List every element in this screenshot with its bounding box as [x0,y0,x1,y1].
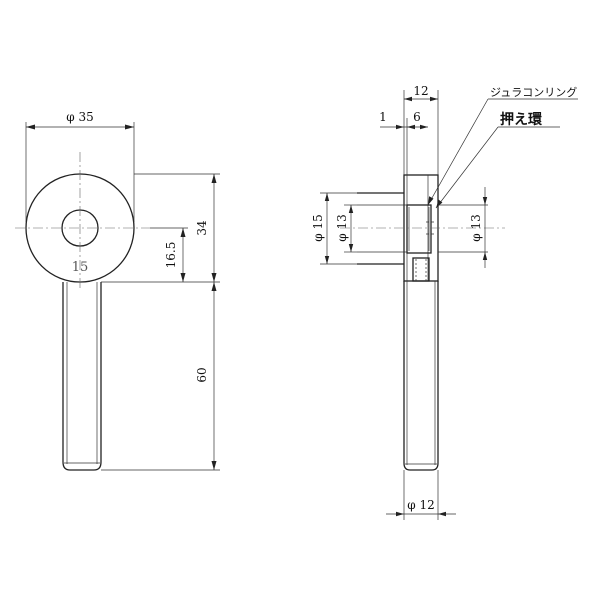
dimension-arrow [211,174,217,183]
side-retainer-ring [406,204,432,254]
dimension-arrow [407,124,415,130]
dim-center-height: 16.5 [164,242,178,269]
dimension-arrow [396,511,404,517]
leader-line [435,126,499,209]
part-marking: 15 [72,260,89,275]
dimension-arrow [211,273,217,282]
dim-width: 12 [413,84,428,98]
dimension-arrow [438,511,446,517]
dim-total-height: 34 [195,220,209,236]
dimension-arrow [420,124,428,130]
dimension-arrow [396,124,404,130]
side-view: 12 1 6 ジュラコンリング 押え環 φ 15 φ 13 φ 13 [311,84,578,520]
leader-line [427,98,489,206]
leader-arrow [428,196,434,205]
dimension-arrow [324,256,330,264]
dimension-arrow [180,273,186,282]
dimension-arrow [348,244,354,252]
label-retainer: 押え環 [500,111,543,128]
dimension-arrow [125,124,134,130]
dimension-arrow [404,96,412,102]
dim-outer-diameter: φ 35 [66,110,94,124]
dim-shank-length: 60 [195,367,209,382]
side-shank-outline [403,281,439,471]
dim-left-offset: 1 [379,110,387,124]
dimension-arrow [324,193,330,201]
leader-arrow [436,199,443,208]
front-view: φ 35 34 16.5 60 15 [15,110,220,471]
dimension-arrow [26,124,35,130]
dim-bore-left: φ 13 [335,214,349,242]
dim-flange-diameter: φ 15 [311,214,325,242]
dimension-arrow [180,228,186,237]
dimension-arrow [482,252,488,260]
dimension-arrow [211,461,217,470]
dimension-arrow [348,205,354,213]
dimension-arrow [430,96,438,102]
dim-bore-right: φ 13 [469,214,483,242]
dimension-arrow [482,197,488,205]
side-threaded-neck [412,257,430,282]
dim-shank-diameter: φ 12 [407,498,435,512]
dimension-arrow [211,282,217,291]
label-ring: ジュラコンリング [490,85,577,99]
front-shank-outline [62,282,102,471]
dim-collar: 6 [413,110,421,124]
